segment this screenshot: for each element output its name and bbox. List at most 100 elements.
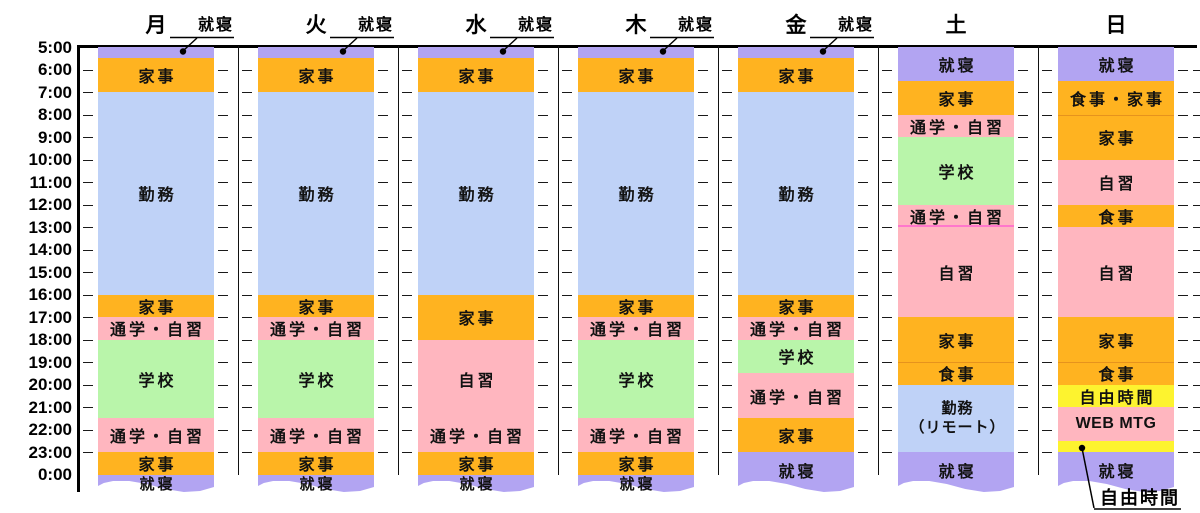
hour-tick-dash <box>378 204 388 206</box>
hour-tick-dash <box>858 69 868 71</box>
hour-tick-dash <box>722 227 732 228</box>
schedule-block <box>1058 317 1174 362</box>
hour-tick-dash <box>858 294 868 296</box>
schedule-block <box>738 58 854 92</box>
hour-tick-dash <box>882 114 892 116</box>
hour-tick-dash <box>242 294 252 296</box>
hour-tick-dash <box>562 204 572 206</box>
hour-tick-dash <box>562 407 572 408</box>
hour-tick-dash <box>1193 384 1200 386</box>
schedule-block <box>578 47 694 58</box>
schedule-block <box>898 227 1014 317</box>
hour-tick-dash <box>83 159 93 161</box>
schedule-block <box>898 81 1014 115</box>
hour-tick-dash <box>1193 249 1200 251</box>
hour-tick-dash <box>722 159 732 161</box>
hour-tick-dash <box>882 204 892 206</box>
schedule-block <box>98 295 214 318</box>
hour-tick-dash <box>538 429 548 431</box>
schedule-block <box>1058 160 1174 205</box>
hour-tick-dash <box>1193 204 1200 206</box>
hour-tick-dash <box>1193 137 1200 138</box>
hour-tick-dash <box>378 452 388 453</box>
hour-tick-dash <box>242 249 252 251</box>
hour-tick-dash <box>722 362 732 363</box>
time-label: 0:00 <box>37 465 72 484</box>
schedule-block <box>1058 407 1174 441</box>
hour-tick-dash <box>83 227 93 228</box>
hour-tick-dash <box>538 137 548 138</box>
hour-tick-dash <box>858 384 868 386</box>
hour-tick-dash <box>83 137 93 138</box>
sleep-callout-label: 就寝 <box>357 17 394 34</box>
day-header: 木 <box>625 14 647 37</box>
schedule-block <box>578 317 694 340</box>
time-label: 15:00 <box>28 262 72 282</box>
hour-tick-dash <box>218 272 228 273</box>
time-label: 11:00 <box>29 172 72 192</box>
hour-tick-dash <box>858 429 868 431</box>
hour-tick-dash <box>538 249 548 251</box>
hour-tick-dash <box>242 159 252 161</box>
hour-tick-dash <box>538 272 548 273</box>
hour-tick-dash <box>882 92 892 93</box>
time-label: 16:00 <box>28 285 72 304</box>
schedule-block <box>418 92 534 295</box>
schedule-block <box>98 418 214 452</box>
hour-tick-dash <box>722 69 732 71</box>
day-column <box>578 47 694 493</box>
hour-tick-dash <box>378 227 388 228</box>
hour-tick-dash <box>698 339 708 341</box>
hour-tick-dash <box>858 159 868 161</box>
hour-tick-dash <box>538 339 548 341</box>
hour-tick-dash <box>1193 452 1200 453</box>
hour-tick-dash <box>698 182 708 183</box>
hour-tick-dash <box>218 407 228 408</box>
hour-tick-dash <box>698 92 708 93</box>
hour-tick-dash <box>562 227 572 228</box>
schedule-block <box>738 340 854 374</box>
hour-tick-dash <box>1042 249 1052 251</box>
hour-tick-dash <box>218 114 228 116</box>
hour-tick-dash <box>402 272 412 273</box>
column-separator <box>237 46 239 475</box>
hour-tick-dash <box>83 294 93 296</box>
hour-tick-dash <box>1178 317 1188 318</box>
hour-tick-dash <box>698 114 708 116</box>
hour-tick-dash <box>378 249 388 251</box>
hour-tick-dash <box>218 339 228 341</box>
hour-tick-dash <box>1193 339 1200 341</box>
hour-tick-dash <box>722 114 732 116</box>
hour-tick-dash <box>1042 114 1052 116</box>
schedule-block <box>258 47 374 58</box>
time-label: 21:00 <box>28 397 72 417</box>
hour-tick-dash <box>242 407 252 408</box>
hour-tick-dash <box>1018 227 1028 228</box>
hour-tick-dash <box>218 69 228 71</box>
schedule-block <box>98 475 214 493</box>
hour-tick-dash <box>402 452 412 453</box>
hour-tick-dash <box>402 204 412 206</box>
schedule-block <box>898 362 1014 385</box>
hour-tick-dash <box>378 294 388 296</box>
hour-tick-dash <box>858 407 868 408</box>
time-label: 12:00 <box>28 195 72 214</box>
hour-tick-dash <box>1178 407 1188 408</box>
hour-tick-dash <box>722 182 732 183</box>
schedule-block <box>578 418 694 452</box>
hour-tick-dash <box>562 384 572 386</box>
hour-tick-dash <box>402 362 412 363</box>
hour-tick-dash <box>1018 92 1028 93</box>
schedule-block <box>1058 441 1174 452</box>
hour-tick-dash <box>858 182 868 183</box>
sleep-callout-label: 就寝 <box>677 17 714 34</box>
hour-tick-dash <box>242 69 252 71</box>
hour-tick-dash <box>882 137 892 138</box>
hour-tick-dash <box>378 137 388 138</box>
hour-tick-dash <box>1193 69 1200 71</box>
time-label: 13:00 <box>28 217 72 237</box>
schedule-block <box>898 115 1014 138</box>
hour-tick-dash <box>242 227 252 228</box>
schedule-block <box>418 295 534 340</box>
hour-tick-dash <box>562 182 572 183</box>
